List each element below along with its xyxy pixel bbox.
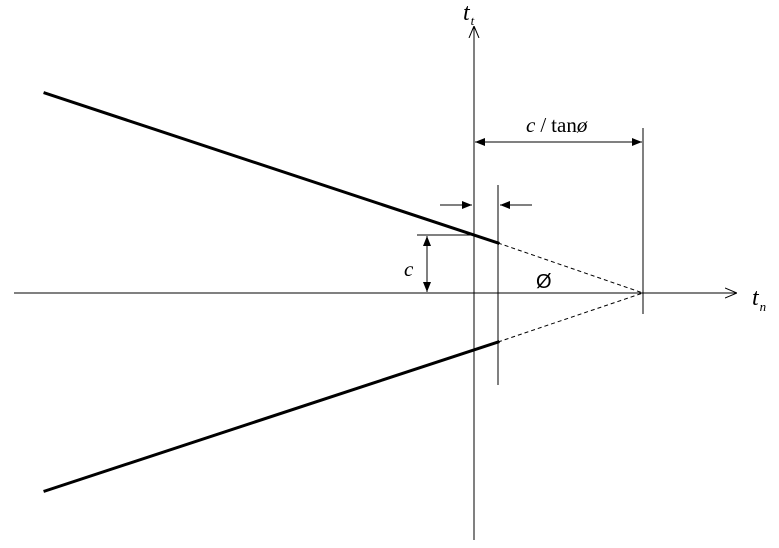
vertical-axis-label: tt <box>463 0 475 28</box>
horizontal-axis-label: tn <box>752 285 766 314</box>
upper-dashed-extension <box>497 242 644 294</box>
upper-yield-line <box>43 91 500 245</box>
c-over-tan-label: c/tanø <box>526 113 588 137</box>
cohesion-label: c <box>404 257 414 281</box>
lower-dashed-extension <box>497 292 644 343</box>
lower-yield-line <box>43 340 500 493</box>
friction-angle-label: Ø <box>536 271 552 293</box>
